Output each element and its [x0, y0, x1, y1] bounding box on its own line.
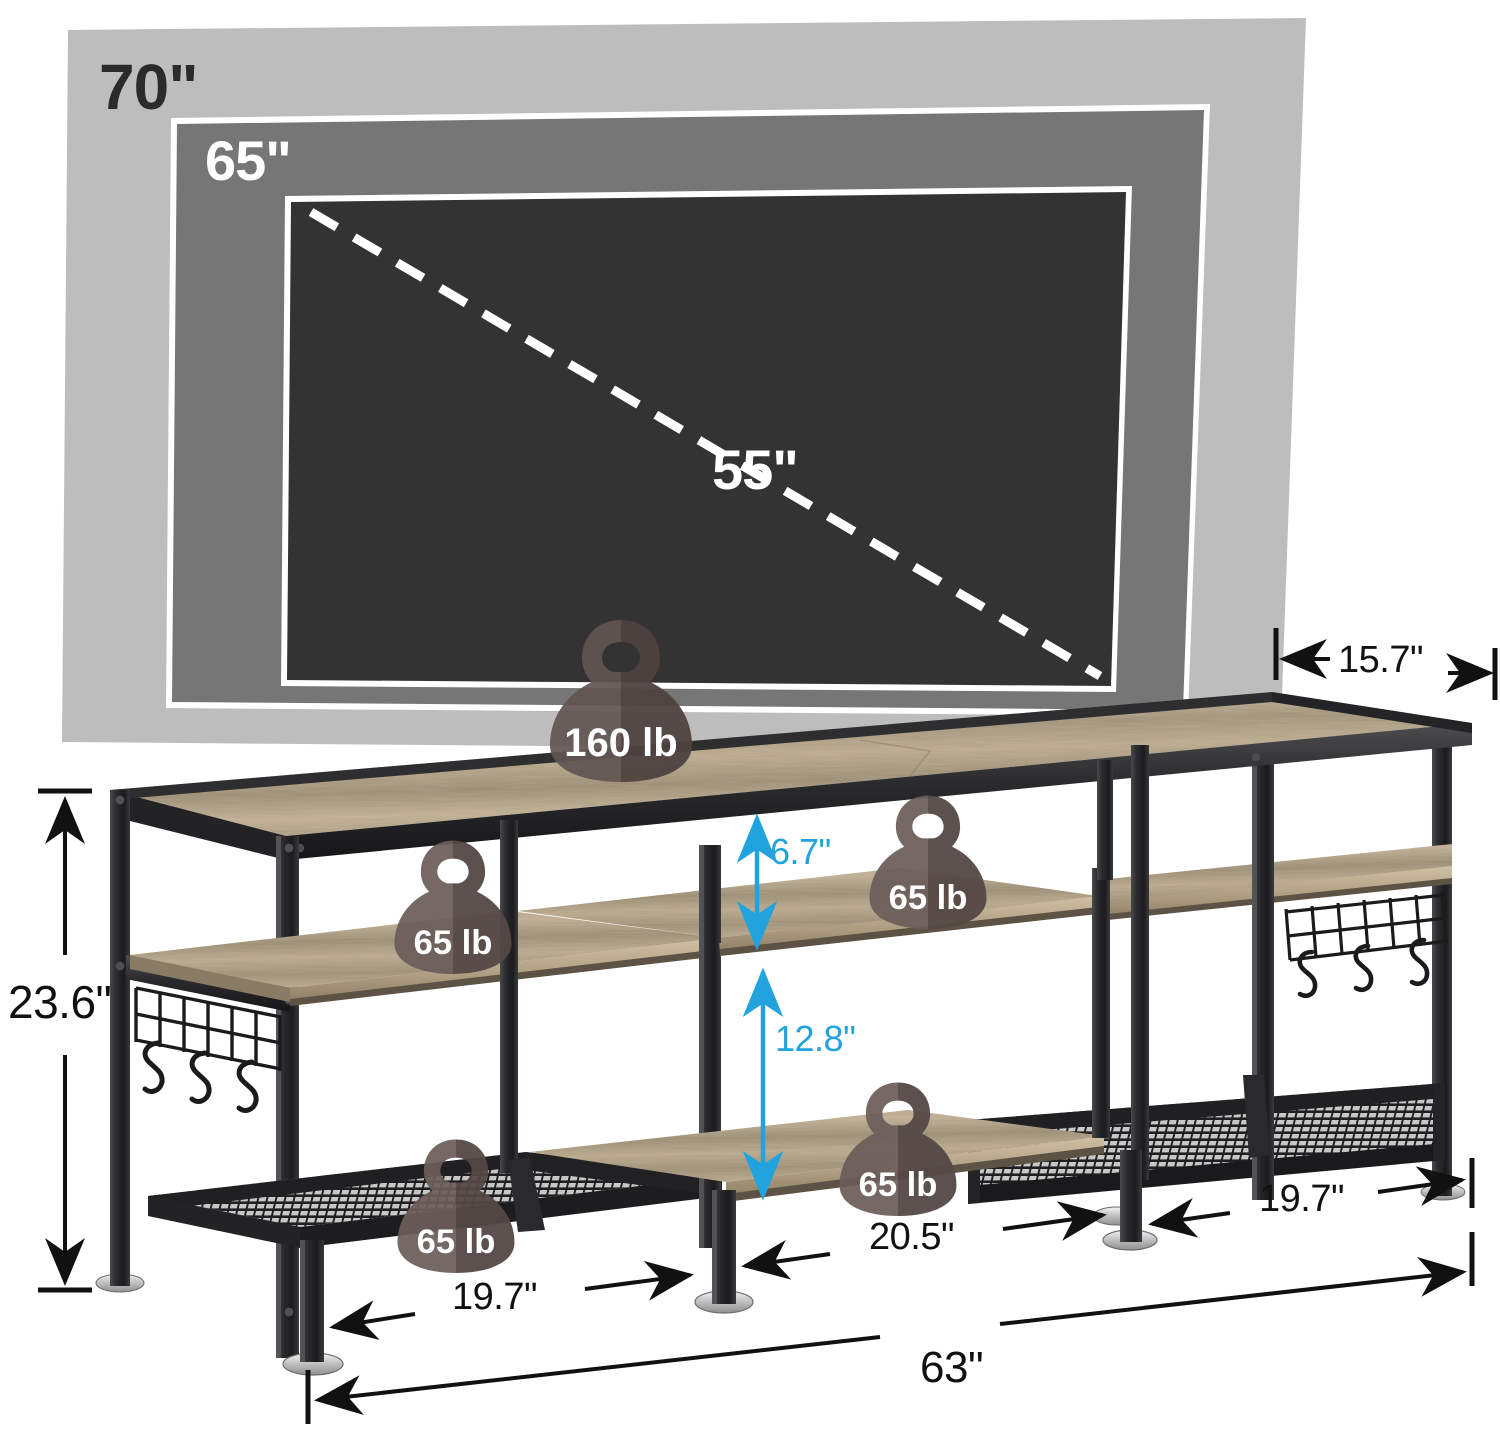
tv-label-55: 55" — [712, 438, 799, 501]
capacity-badge-center-bottom: 65 lb — [828, 1075, 968, 1221]
dim-line-bay-left — [329, 1260, 694, 1340]
dim-label-depth: 15.7" — [1338, 639, 1423, 681]
wood-shelf-right — [1098, 844, 1452, 921]
capacity-badge-left-middle-text: 65 lb — [414, 924, 493, 962]
mesh-shelf-right — [968, 1083, 1445, 1204]
capacity-badge-center-bottom-text: 65 lb — [859, 1166, 938, 1204]
post-divider-2 — [1092, 760, 1113, 1138]
dim-label-shelf-upper: 6.7" — [770, 831, 831, 872]
capacity-badge-left-bottom: 65 lb — [386, 1132, 526, 1278]
wire-grid-left — [134, 986, 282, 1071]
rear-support-right — [1243, 1075, 1270, 1158]
capacity-badge-left-bottom-text: 65 lb — [417, 1223, 496, 1261]
dim-label-bay-right: 19.7" — [1259, 1178, 1344, 1220]
dim-line-bay-center — [741, 1201, 1107, 1280]
wire-grid-right — [1284, 891, 1449, 962]
dim-line-bay-right — [1148, 1158, 1475, 1238]
tv-diagonal-line — [308, 208, 1103, 680]
capacity-badge-center-middle-text: 65 lb — [889, 879, 968, 917]
s-hooks-right — [1297, 937, 1430, 999]
top-surface — [110, 692, 1472, 860]
dim-line-depth — [1273, 628, 1498, 700]
capacity-badge-160lb: 160 lb — [536, 612, 706, 787]
tv-label-65: 65" — [205, 129, 292, 192]
dim-line-width-total — [305, 1232, 1475, 1424]
rear-support-left — [508, 1158, 545, 1232]
capacity-badge-160lb-text: 160 lb — [564, 721, 677, 765]
upper-posts — [500, 745, 1149, 943]
tv-label-70: 70" — [99, 51, 199, 123]
capacity-badge-center-middle: 65 lb — [858, 788, 998, 934]
dim-label-height: 23.6" — [8, 976, 112, 1028]
dim-label-bay-left: 19.7" — [452, 1276, 537, 1318]
right-bay-posts — [1131, 880, 1149, 1180]
dim-line-height — [38, 788, 92, 1293]
dim-label-width-total: 63" — [920, 1343, 984, 1392]
capacity-badge-left-middle: 65 lb — [383, 833, 523, 979]
dim-label-shelf-lower: 12.8" — [775, 1018, 856, 1059]
dim-label-bay-center: 20.5" — [869, 1216, 954, 1258]
s-hooks-left — [142, 1040, 259, 1113]
legs-lower — [110, 1150, 1142, 1362]
